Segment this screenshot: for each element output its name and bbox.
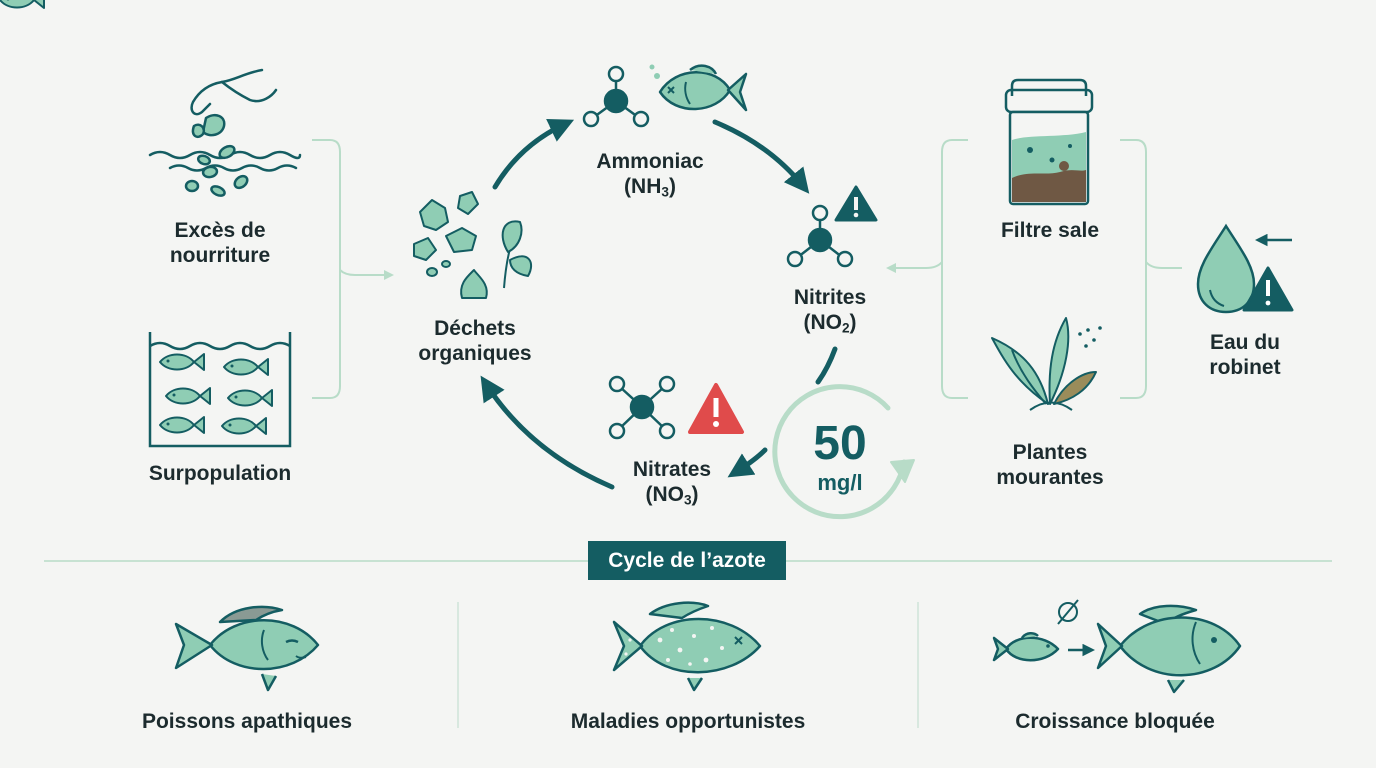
nitrite-warning-icon xyxy=(834,185,878,222)
ammonia-label: Ammoniac (NH3) xyxy=(596,150,704,200)
arrow-waste-to-ammonia xyxy=(492,119,575,190)
dying-plant-icon xyxy=(991,317,1102,411)
dirty-filter-label: Filtre sale xyxy=(1000,219,1100,242)
concentration-gauge xyxy=(772,384,915,520)
left-cause-bracket xyxy=(312,139,394,399)
tap-water-label: Eau du robinet xyxy=(1209,331,1281,379)
arrow-to-nitrates xyxy=(727,447,768,478)
dying-plants-label: Plantes mourantes xyxy=(996,441,1104,489)
arrow-nitrites-to-concentration xyxy=(815,346,838,385)
sick-fish-icon xyxy=(612,601,762,692)
arrow-nitrates-to-waste xyxy=(480,375,615,490)
stunted-growth-icon xyxy=(992,599,1242,694)
cycle-arrows xyxy=(480,119,838,490)
consequence-label-lethargic: Poissons apathiques xyxy=(141,710,353,733)
nitrate-warning-icon xyxy=(688,383,744,434)
nitrites-label: Nitrites (NO2) xyxy=(793,286,867,336)
consequence-label-disease: Maladies opportunistes xyxy=(570,710,806,733)
nitrite-molecule-icon xyxy=(786,204,854,268)
concentration-unit: mg/l xyxy=(817,470,863,495)
organic-waste-icon xyxy=(413,191,533,299)
arrow-ammonia-to-nitrites xyxy=(712,119,810,194)
nitrates-label: Nitrates (NO3) xyxy=(632,458,712,508)
consequence-label-growth: Croissance bloquée xyxy=(1015,710,1215,733)
concentration-value: 50 xyxy=(813,417,867,470)
dead-fish-icon xyxy=(649,64,748,112)
ammonia-molecule-icon xyxy=(582,65,650,128)
excess-food-label: Excès de nourriture xyxy=(169,219,271,267)
overpopulation-label: Surpopulation xyxy=(148,462,292,485)
water-drop-warning-icon xyxy=(1196,223,1294,314)
dirty-filter-icon xyxy=(1004,78,1094,206)
nitrate-molecule-icon xyxy=(608,375,676,440)
nitrogen-cycle-title-badge: Cycle de l’azote xyxy=(588,541,786,580)
right-cause-bracket xyxy=(886,139,1182,399)
crowded-tank-icon xyxy=(0,0,292,448)
lethargic-fish-icon xyxy=(174,605,320,692)
hand-dropping-food-icon xyxy=(148,68,302,197)
organic-waste-label: Déchets organiques xyxy=(418,317,532,365)
